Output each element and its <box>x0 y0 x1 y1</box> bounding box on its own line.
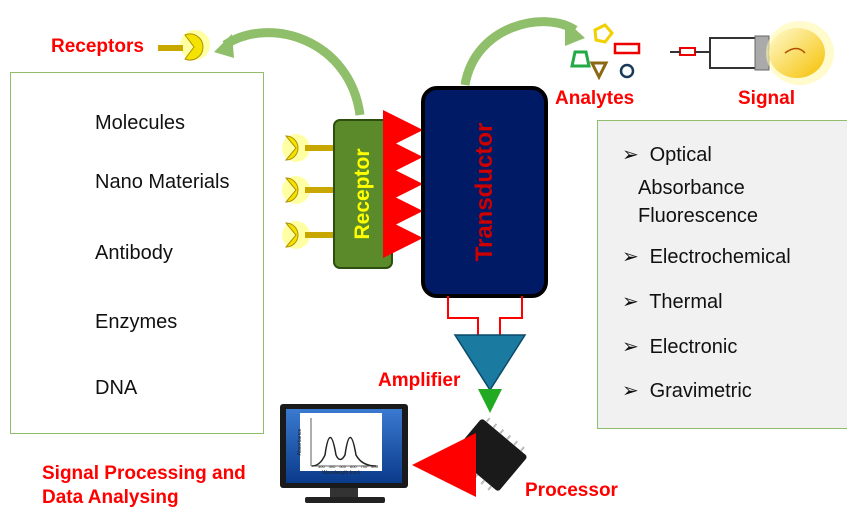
signal-label: Signal <box>738 88 796 109</box>
receptor-block-label: Receptor <box>351 148 374 240</box>
monitor-tick: 800 <box>371 464 378 469</box>
bullet-icon: ➢ <box>622 336 639 358</box>
receptor-type-molecules: Molecules <box>95 112 186 134</box>
monitor-tick: 700 <box>360 464 368 469</box>
signal-type-absorbance: Absorbance <box>638 177 745 199</box>
receptor-to-transductor-arrows <box>383 110 423 258</box>
analyte-shapes <box>570 23 641 81</box>
light-bulb-icon <box>670 21 834 85</box>
signal-type-optical: ➢ Optical <box>622 144 712 166</box>
signal-type-electronic: ➢ Electronic <box>622 336 738 358</box>
signal-processing-label: Signal Processing and Data Analysing <box>42 463 246 508</box>
amplifier-label: Amplifier <box>378 370 461 391</box>
transductor-block-label: Transductor <box>471 122 498 262</box>
bullet-icon: ➢ <box>622 144 639 166</box>
signal-type-thermal: ➢ Thermal <box>622 291 723 313</box>
processor-chip-icon <box>452 417 527 491</box>
signal-type-electrochemical: ➢ Electrochemical <box>622 246 791 268</box>
monitor-icon <box>280 404 408 503</box>
processor-label: Processor <box>525 480 618 501</box>
bullet-icon: ➢ <box>622 380 639 402</box>
analytes-label: Analytes <box>555 88 635 109</box>
signal-types-panel <box>597 120 847 429</box>
receptor-curve-arrow <box>222 28 365 116</box>
receptor-key-icon <box>158 30 210 61</box>
monitor-x-label: Wavelength (nm) <box>322 470 360 476</box>
receptors-label: Receptors <box>51 36 144 57</box>
monitor-y-label: Absorbance <box>297 428 303 456</box>
receptor-keys <box>282 134 335 249</box>
receptor-types-panel <box>10 72 264 434</box>
monitor-ticks: 300 400 500 600 700 800 <box>318 464 378 469</box>
receptor-type-dna: DNA <box>95 377 138 399</box>
monitor-tick: 300 <box>318 464 325 469</box>
monitor-tick: 400 <box>328 464 336 469</box>
bullet-icon: ➢ <box>622 291 639 313</box>
signal-type-gravimetric: ➢ Gravimetric <box>622 380 752 402</box>
signal-type-fluorescence: Fluorescence <box>638 205 759 227</box>
monitor-tick: 500 <box>339 464 346 469</box>
receptor-type-enzymes: Enzymes <box>95 311 178 333</box>
monitor-tick: 600 <box>349 464 357 469</box>
receptor-type-antibody: Antibody <box>95 242 173 264</box>
bullet-icon: ➢ <box>622 246 639 268</box>
analyte-curve-arrow <box>460 17 578 86</box>
transductor-block <box>421 86 548 298</box>
amplifier-triangle <box>453 334 527 392</box>
receptor-type-nano-materials: Nano Materials <box>95 171 230 193</box>
